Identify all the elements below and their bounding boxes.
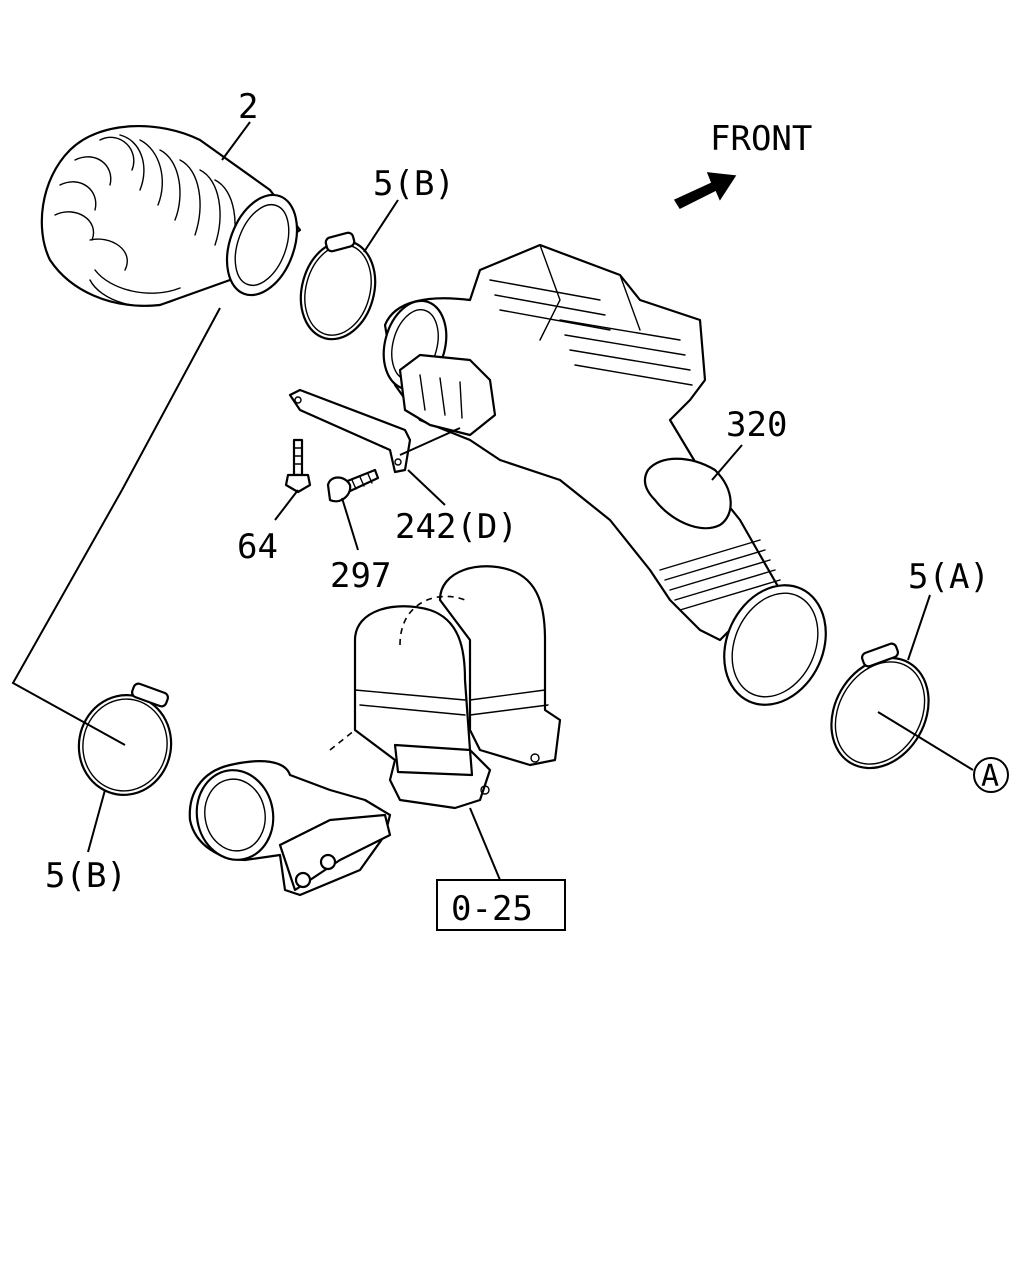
callout-hose: 2 xyxy=(238,87,258,127)
callout-bolt-297: 297 xyxy=(330,556,391,596)
reference-circle-label: A xyxy=(981,759,999,794)
bolt-64 xyxy=(284,438,312,494)
callout-bolt-64: 64 xyxy=(237,527,278,567)
bracket xyxy=(288,388,412,474)
callout-clamp-bottom-left: 5(B) xyxy=(45,856,127,896)
bolt-297 xyxy=(326,468,380,503)
corrugated-hose xyxy=(40,124,302,307)
arrow-right-icon xyxy=(673,172,737,209)
intake-manifold xyxy=(188,565,562,897)
callout-clamp-top: 5(B) xyxy=(373,164,455,204)
front-direction-label: FRONT xyxy=(710,119,812,159)
reference-box-label: 0-25 xyxy=(451,889,533,929)
callout-bracket: 242(D) xyxy=(395,507,518,547)
hose-clamp-bottom-left xyxy=(77,682,173,796)
reference-box: 0-25 xyxy=(436,879,566,931)
callout-duct: 320 xyxy=(726,405,787,445)
hose-clamp-right xyxy=(830,642,930,770)
hose-clamp-top xyxy=(299,231,377,341)
reference-circle: A xyxy=(973,757,1009,794)
air-intake-duct xyxy=(382,243,827,706)
callout-clamp-right: 5(A) xyxy=(908,557,990,597)
leader-lines xyxy=(11,121,974,881)
